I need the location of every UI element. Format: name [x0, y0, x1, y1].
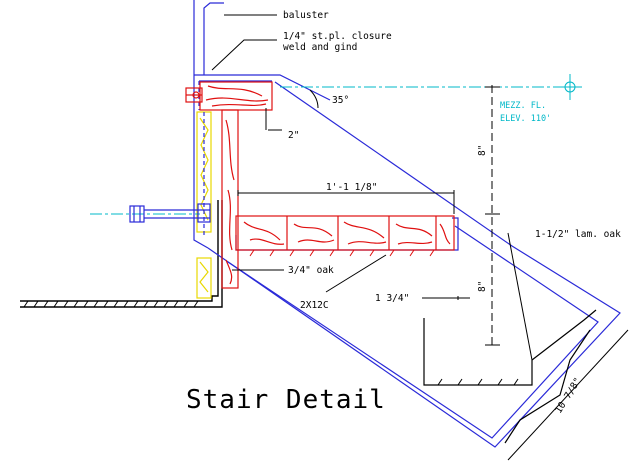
- label-mezz-elev: ELEV. 110': [500, 114, 551, 124]
- label-dim-8-upper: 8": [477, 145, 488, 156]
- label-channel: 2X12C: [300, 300, 329, 311]
- label-dim-1-3-4: 1 3/4": [375, 293, 409, 304]
- label-dim-span: 1'-1 1/8": [326, 182, 377, 193]
- label-dim-2in: 2": [288, 130, 299, 141]
- label-baluster: baluster: [283, 10, 329, 21]
- dimension-lines: [211, 14, 629, 461]
- label-closure-line-1: 1/4" st.pl. closure: [283, 31, 392, 42]
- floor-slab: [20, 200, 223, 308]
- drawing-title: Stair Detail: [186, 385, 386, 415]
- label-lam-oak: 1-1/2" lam. oak: [535, 229, 621, 240]
- steel-stringer: [193, 0, 621, 448]
- label-angle: 35°: [332, 95, 349, 106]
- label-closure-line-2: weld and gind: [283, 42, 357, 53]
- label-mezz-floor: MEZZ. FL.: [500, 101, 546, 111]
- label-dim-8-lower: 8": [477, 281, 488, 292]
- label-oak-3-4: 3/4" oak: [288, 265, 334, 276]
- centerlines: [90, 74, 582, 215]
- anchor-bolt-icon: [129, 203, 211, 223]
- lower-tread-outline: [423, 309, 597, 444]
- oak-tread-and-nosing: [185, 81, 455, 289]
